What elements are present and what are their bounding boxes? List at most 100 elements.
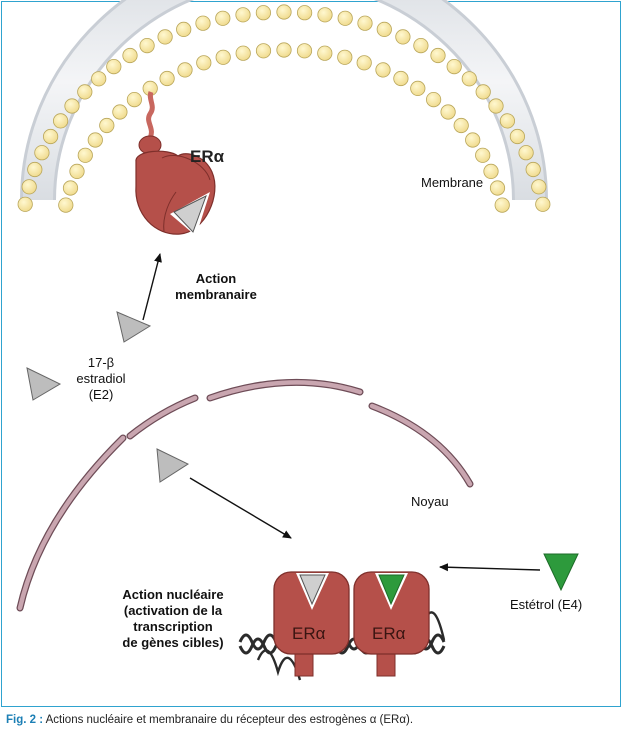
lipid-head xyxy=(87,132,103,148)
lipid-head xyxy=(430,47,446,64)
lipid-head xyxy=(337,49,353,65)
nuclear-receptor-left xyxy=(273,571,350,655)
lipid-head xyxy=(126,92,142,108)
label-estradiol-line3: (E2) xyxy=(88,387,114,402)
lipid-head xyxy=(276,42,292,58)
lipid-head xyxy=(195,15,211,31)
lipid-head xyxy=(413,37,429,54)
estradiol-triangle-inner xyxy=(156,448,190,483)
estradiol-nuclear-triangle xyxy=(299,574,326,606)
figure-caption: Fig. 2 : Actions nucléaire et membranair… xyxy=(6,714,618,726)
lipid-head xyxy=(255,43,272,59)
lipid-head xyxy=(42,128,59,145)
lipid-head xyxy=(356,55,372,71)
lipid-head xyxy=(393,70,409,87)
nuclear-envelope xyxy=(16,378,474,612)
lipid-head xyxy=(58,197,74,213)
estradiol-triangle-upper xyxy=(116,311,152,343)
lipid-head xyxy=(375,62,391,78)
lipid-head xyxy=(77,147,93,163)
lipid-head xyxy=(475,84,491,100)
label-action-membranaire: Action membranaire xyxy=(166,271,266,303)
label-estradiol-line1: 17-β xyxy=(87,355,115,370)
lipid-head xyxy=(357,15,373,31)
label-era-nuclear-right: ERα xyxy=(372,624,406,643)
caption-label: Fig. 2 : xyxy=(6,714,44,726)
lipid-head xyxy=(99,117,115,134)
lipid-head xyxy=(157,29,173,45)
lipid-head xyxy=(255,5,271,21)
lipid-head xyxy=(34,145,50,161)
lipid-head xyxy=(69,163,85,179)
lipid-head xyxy=(196,55,212,71)
estetrol-triangle xyxy=(543,553,579,592)
lipid-head xyxy=(453,117,469,134)
lipid-head xyxy=(296,43,313,59)
label-era-nuclear-left: ERα xyxy=(292,624,326,643)
nuclear-receptor-dimer xyxy=(273,571,430,677)
lipid-head xyxy=(475,147,491,163)
lipid-head xyxy=(525,161,541,178)
lipid-head xyxy=(177,62,193,78)
estetrol-nuclear-triangle xyxy=(378,574,405,606)
lipid-head xyxy=(17,196,33,212)
label-era-membrane: ERα xyxy=(190,147,225,166)
arrow-membrane-action xyxy=(142,253,162,321)
label-noyau: Noyau xyxy=(411,494,449,509)
lipid-head xyxy=(106,58,122,75)
lipid-head xyxy=(139,37,155,54)
lipid-head xyxy=(488,98,504,114)
membrane-tail-fill xyxy=(23,0,545,201)
label-estetrol: Estétrol (E4) xyxy=(510,597,583,612)
lipid-head xyxy=(395,29,411,45)
arrow-estetrol xyxy=(439,563,541,572)
label-action-nucleaire-line2: (activation de la xyxy=(123,603,223,618)
membrane-lipid-heads xyxy=(17,4,551,213)
lipid-head xyxy=(296,5,313,21)
label-estradiol-line2: estradiol xyxy=(76,371,126,386)
lipid-head xyxy=(52,113,69,129)
arrow-nuclear-action xyxy=(189,477,292,539)
label-action-membranaire-line2: membranaire xyxy=(175,287,257,302)
estradiol-triangle-outer xyxy=(26,367,62,401)
lipid-head xyxy=(317,45,333,61)
label-action-nucleaire-line1: Action nucléaire xyxy=(122,587,224,602)
lipid-head xyxy=(461,71,477,87)
lipid-head xyxy=(112,104,128,120)
estradiol-bound-triangle xyxy=(173,194,207,233)
lipid-head xyxy=(337,10,353,26)
label-estradiol: 17-β estradiol (E2) xyxy=(66,355,136,403)
membrane-receptor-era xyxy=(135,91,216,236)
label-action-nucleaire-line4: de gènes cibles) xyxy=(122,635,224,650)
lipid-head xyxy=(518,145,534,161)
lipid-head xyxy=(509,128,526,145)
lipid-head xyxy=(62,180,79,196)
lipid-head xyxy=(235,45,251,61)
lipid-head xyxy=(425,92,442,108)
lipid-head xyxy=(317,7,333,23)
label-action-membranaire-line1: Action xyxy=(195,271,237,286)
lipid-head xyxy=(176,21,192,38)
lipid-head xyxy=(235,7,251,23)
caption-text: Actions nucléaire et membranaire du réce… xyxy=(43,714,414,726)
lipid-head xyxy=(489,180,506,196)
label-action-nucleaire: Action nucléaire (activation de la trans… xyxy=(98,587,248,651)
lipid-head xyxy=(122,47,138,64)
lipid-head xyxy=(91,71,107,87)
lipid-head xyxy=(276,4,292,20)
lipid-head xyxy=(483,163,499,179)
lipid-head xyxy=(440,104,456,120)
lipid-head xyxy=(535,196,551,212)
lipid-head xyxy=(465,132,481,148)
lipid-head xyxy=(21,179,37,195)
lipid-head xyxy=(494,197,510,213)
lipid-head xyxy=(499,113,515,129)
lipid-head xyxy=(77,84,93,100)
lipid-head xyxy=(410,80,426,97)
label-membrane: Membrane xyxy=(421,175,484,190)
lipid-head xyxy=(27,161,43,178)
lipid-head xyxy=(159,70,175,87)
nuclear-receptor-right xyxy=(353,571,430,655)
lipid-head xyxy=(215,10,231,26)
